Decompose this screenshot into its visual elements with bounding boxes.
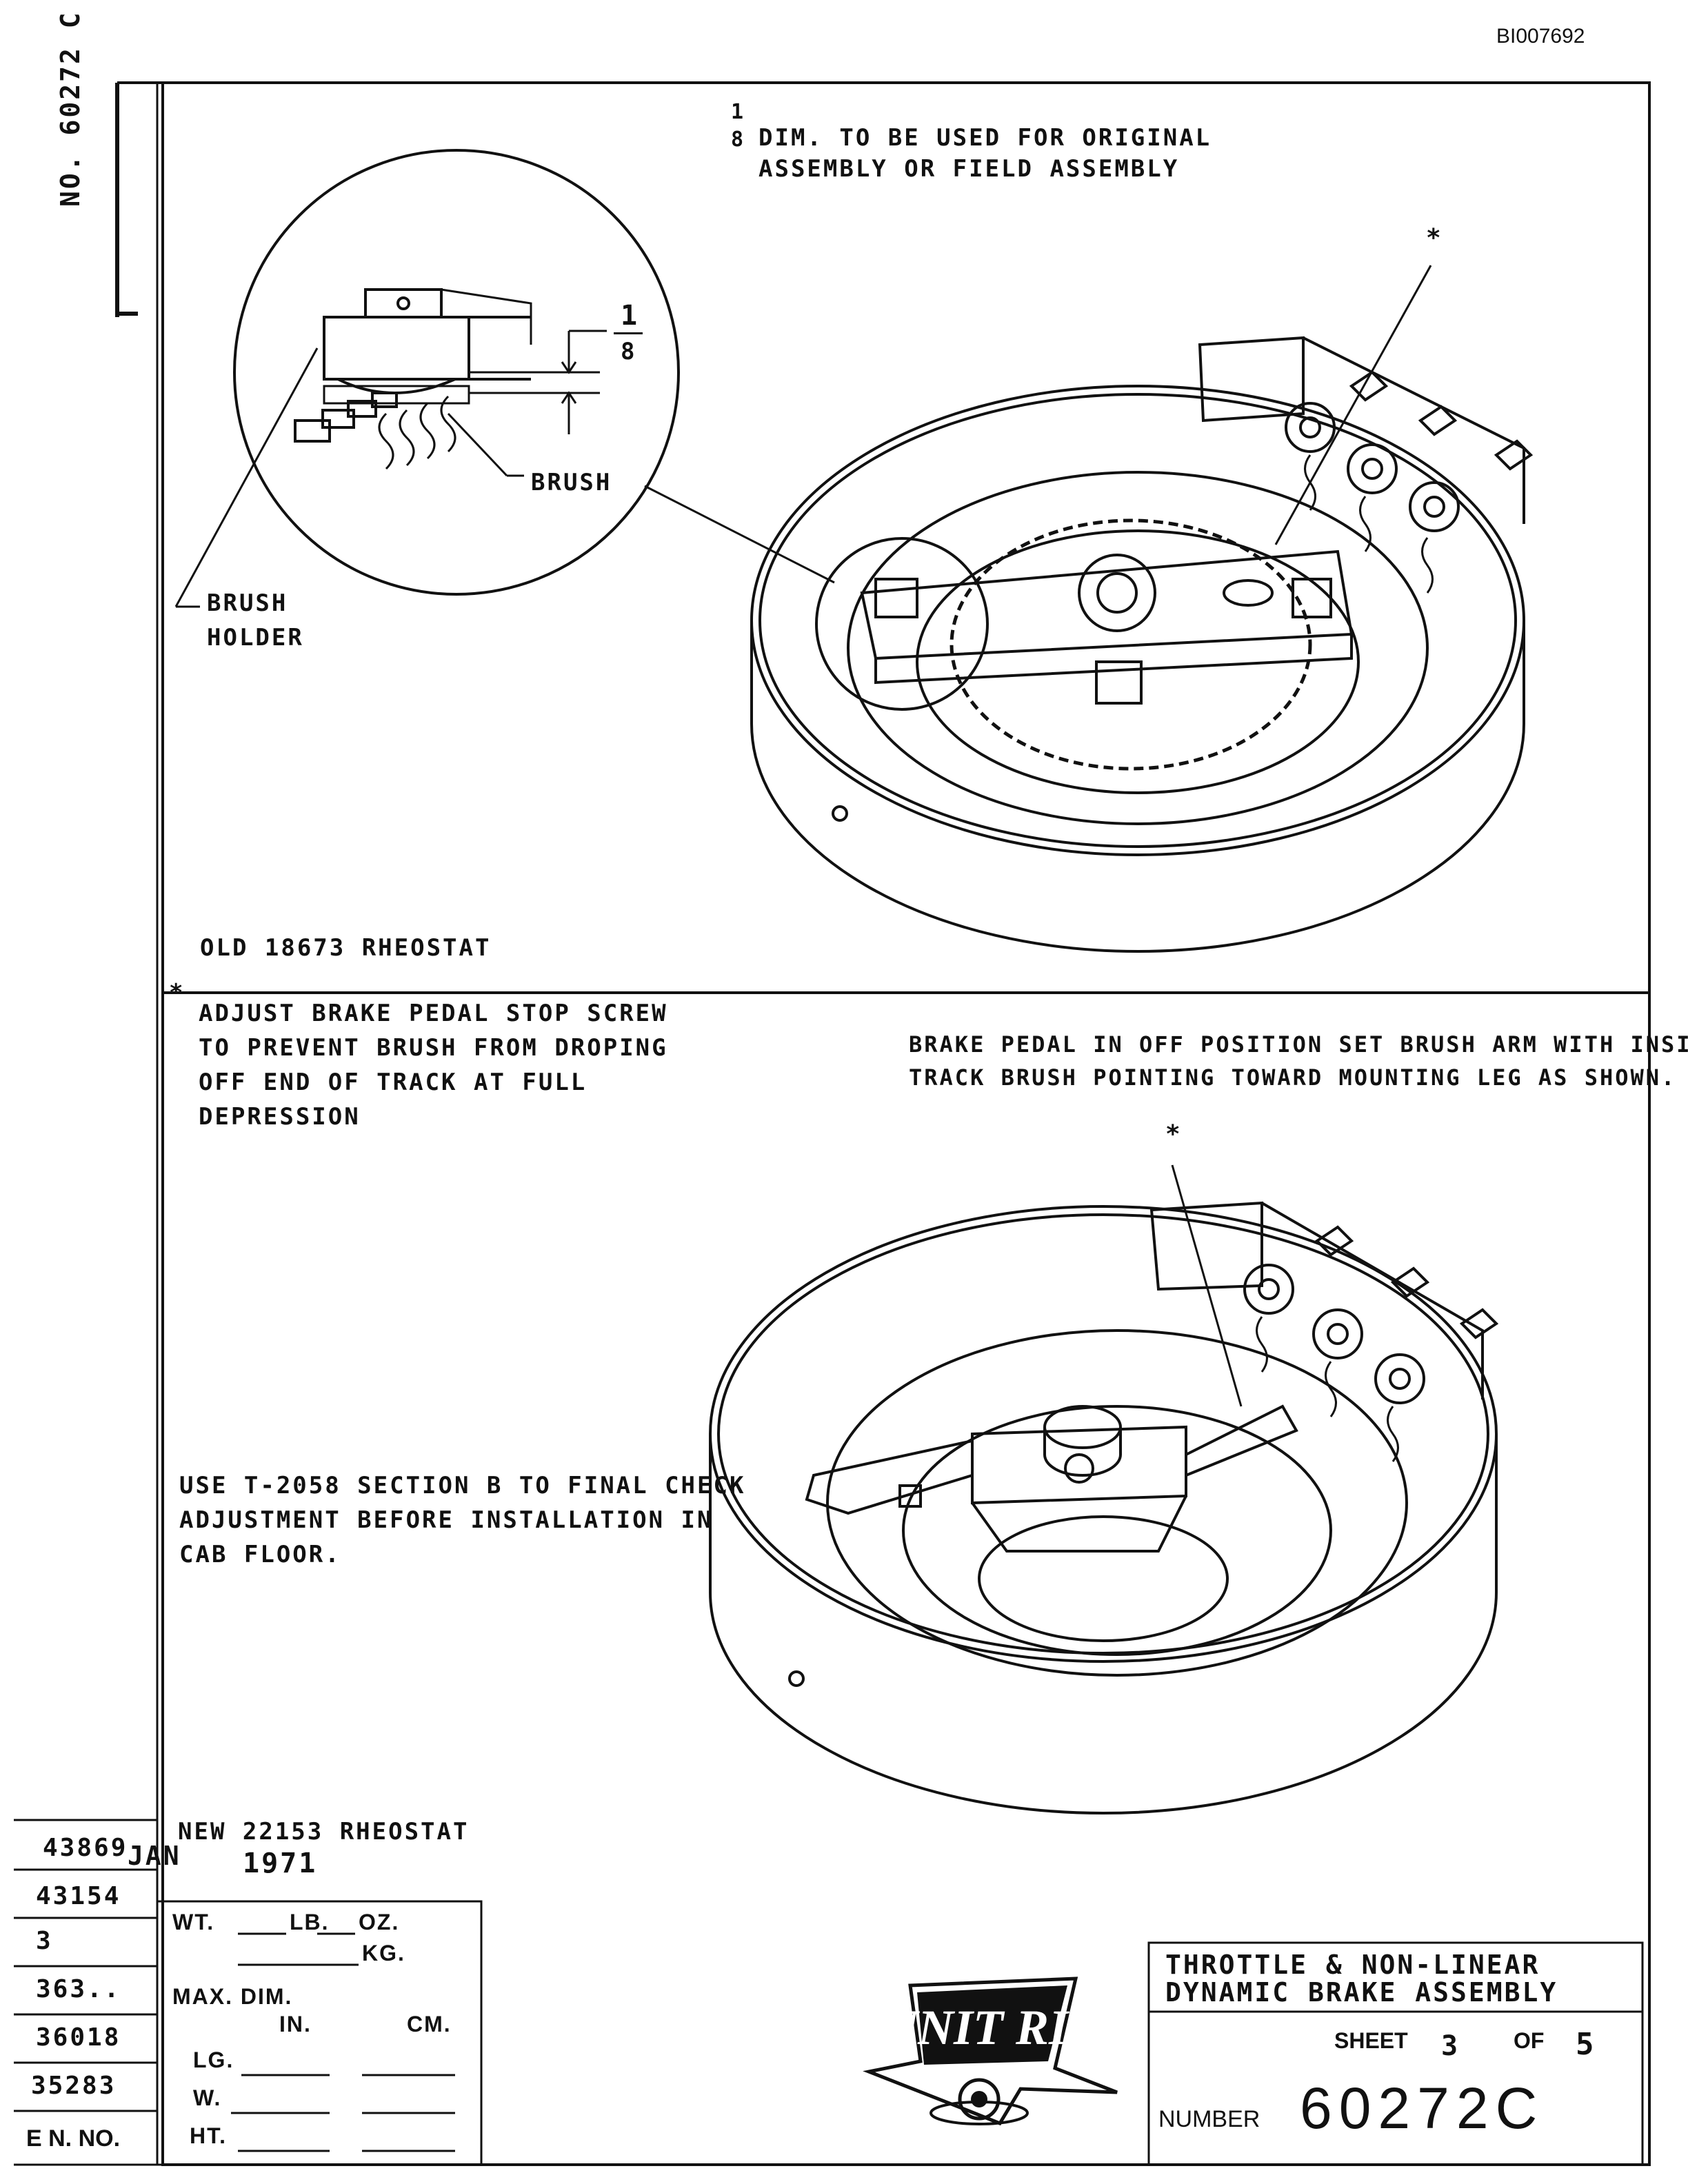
max-dim-label: MAX. DIM. [172,1984,293,2009]
detail-dim-num: 1 [621,300,640,332]
top-note-line2: ASSEMBLY OR FIELD ASSEMBLY [758,155,1180,183]
ecn-grid [14,1819,163,2166]
drawing-border [161,81,1651,2166]
detail-dim-bar [614,332,643,334]
sheet-number: 3 [1441,2030,1460,2062]
brake-note-line2: TRACK BRUSH POINTING TOWARD MOUNTING LEG… [909,1064,1677,1091]
brush-holder-leader [174,347,319,607]
detail-dim-den: 8 [621,338,637,365]
height-label: HT. [190,2123,227,2148]
detail-callout-circle [815,537,989,711]
old-rheostat-drawing [750,265,1534,953]
weight-label: WT. [172,1910,215,1934]
brush-holder-label-2: HOLDER [207,624,304,651]
old-rheostat-label: OLD 18673 RHEOSTAT [200,934,492,962]
adjust-note-line3: OFF END OF TRACK AT FULL [199,1069,587,1096]
new-rheostat-drawing [709,1164,1499,1814]
pound-label: LB. [290,1910,330,1934]
ecn-label: E N. NO. [26,2125,121,2152]
adjust-note-line1: ADJUST BRAKE PEDAL STOP SCREW [199,1000,668,1027]
use-note-line2: ADJUSTMENT BEFORE INSTALLATION IN [179,1506,714,1534]
ecn-number: 35283 [31,2072,117,2100]
asterisk-leader-top [1274,265,1432,545]
sheet-label: SHEET [1334,2028,1408,2053]
centimeters-label: CM. [407,2012,452,2036]
svg-text:UNIT RIG: UNIT RIG [882,2000,1104,2055]
title-line2: DYNAMIC BRAKE ASSEMBLY [1165,1977,1558,2008]
ecn-number: 363.. [36,1975,121,2003]
date-year: 1971 [243,1848,318,1879]
top-note-fraction-den: 8 [731,128,746,152]
adjust-note-line4: DEPRESSION [199,1103,361,1131]
ecn-number: 36018 [36,2023,121,2052]
title-line1: THROTTLE & NON-LINEAR [1165,1950,1540,1980]
asterisk-leader-bottom [1171,1164,1243,1407]
adjust-note-line2: TO PREVENT BRUSH FROM DROPING [199,1034,668,1062]
sheet-of-label: OF [1514,2028,1545,2053]
number-label: NUMBER [1158,2106,1260,2132]
asterisk-bottom: * [1165,1120,1183,1149]
brush-label: BRUSH [531,469,612,496]
drawing-number-prefix: NO. [55,153,86,207]
ecn-number: 43869 [43,1834,128,1862]
length-label: LG. [193,2048,234,2072]
drawing-number-value: 60272 C [55,10,86,136]
ecn-number: 43154 [36,1882,121,1910]
weight-box [156,1900,483,2166]
ounce-label: OZ. [359,1910,400,1934]
sheet-total: 5 [1576,2027,1596,2062]
brush-leader [447,412,508,477]
document-id: BI007692 [1496,25,1585,48]
width-label: W. [193,2085,222,2110]
unit-rig-logo: UNIT RIG [863,1976,1118,2126]
use-note-line3: CAB FLOOR. [179,1541,341,1568]
brake-note-line1: BRAKE PEDAL IN OFF POSITION SET BRUSH AR… [909,1031,1688,1058]
ecn-number: 3 [36,1927,53,1955]
inches-label: IN. [279,2012,312,2036]
use-note-line1: USE T-2058 SECTION B TO FINAL CHECK [179,1472,746,1499]
kilogram-label: KG. [362,1941,405,1965]
detail-holder-block [323,316,470,381]
title-block [1147,1941,1644,2166]
brush-holder-label-1: BRUSH [207,589,288,617]
detail-circle [233,149,680,596]
top-note-fraction-num: 1 [731,100,746,124]
top-note-line1: DIM. TO BE USED FOR ORIGINAL [758,124,1212,152]
asterisk-adjust: * [169,979,185,1007]
drawing-number: 60272C [1300,2076,1545,2141]
date-month: JAN [128,1841,181,1871]
asterisk-top: * [1426,224,1443,252]
new-rheostat-label: NEW 22153 RHEOSTAT [178,1818,470,1846]
drawing-number-vertical: NO. 60272 C [55,10,86,207]
